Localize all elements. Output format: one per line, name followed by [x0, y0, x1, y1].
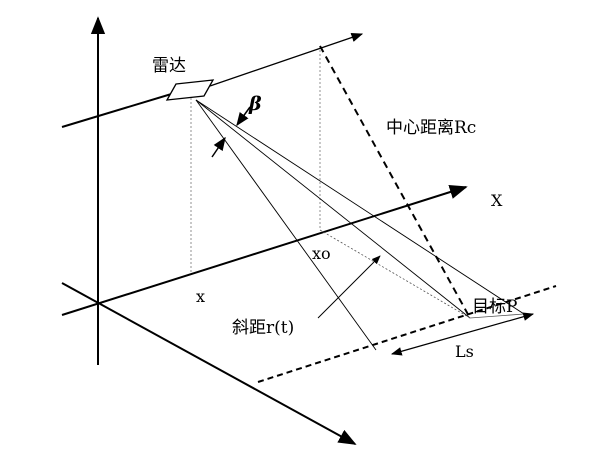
slant-range-pointer [317, 255, 381, 319]
beam-to-center [195, 99, 377, 351]
target-label: 目标P [472, 297, 517, 317]
ground-line-xo-target [319, 229, 471, 319]
center-distance-label: 中心距离Rc [386, 118, 476, 138]
depth-axis-line [61, 282, 357, 445]
beta-arrow-lower [211, 136, 226, 158]
x-label: x [196, 287, 205, 306]
center-distance-line [319, 45, 471, 319]
radar-label: 雷达 [152, 56, 186, 76]
ls-label: Ls [455, 342, 474, 361]
x-axis-label: X [491, 191, 503, 210]
beta-label: β [248, 93, 262, 115]
x-axis-line [61, 185, 468, 316]
beam-to-target [195, 99, 471, 319]
flight-path-left [61, 91, 179, 128]
radar-platform [165, 79, 215, 101]
target-track-line [257, 285, 557, 383]
ls-double-arrow [390, 312, 535, 356]
flight-path-right [209, 32, 364, 87]
xo-label: xo [312, 244, 331, 263]
beta-arrow-upper [236, 106, 251, 127]
slant-range-label: 斜距r(t) [232, 318, 294, 338]
beam-upper [195, 99, 525, 315]
